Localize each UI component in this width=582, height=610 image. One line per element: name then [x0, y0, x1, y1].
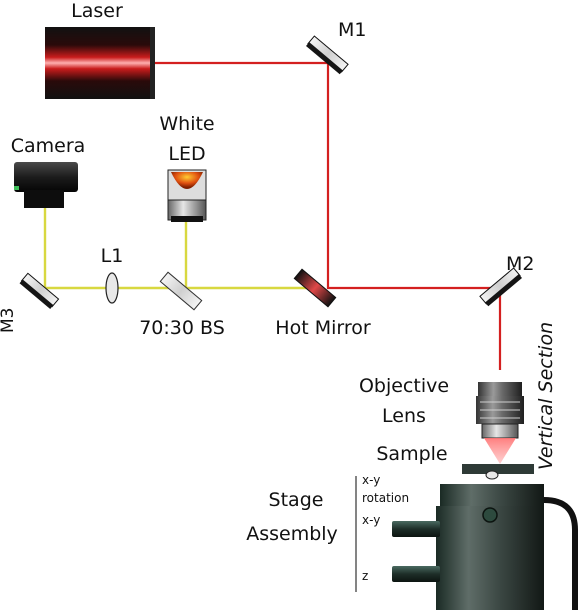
axis-xy-label: x-y: [362, 513, 380, 527]
stage-assembly: [392, 464, 578, 610]
camera: [14, 162, 78, 208]
bs-label: 70:30 BS: [139, 317, 225, 339]
objective-label-line2: Lens: [382, 405, 426, 427]
white-led-label-line2: LED: [168, 143, 205, 165]
lens-l1: [105, 272, 119, 304]
white-led-label-line1: White: [159, 113, 214, 135]
m3-label: M3: [0, 308, 18, 333]
laser-focus-cone: [484, 438, 516, 464]
sample-label: Sample: [376, 443, 447, 465]
laser-beam-path: [150, 61, 502, 370]
mirror-m1: [306, 35, 349, 75]
l1-label: L1: [101, 245, 124, 267]
objective-lens: [476, 382, 524, 439]
stage-label-line1: Stage: [269, 489, 324, 511]
hot-mirror-label: Hot Mirror: [275, 317, 371, 339]
objective-label-line1: Objective: [359, 375, 449, 397]
axis-z-label: z: [362, 569, 368, 583]
beam-splitter: [159, 271, 203, 311]
vertical-section-label: Vertical Section: [535, 322, 557, 470]
axis-rotation-label: rotation: [362, 491, 409, 505]
stage-label-line2: Assembly: [246, 523, 338, 545]
mirror-m2: [479, 267, 522, 307]
laser-source: [45, 27, 155, 99]
laser-label: Laser: [71, 0, 123, 22]
mirror-m3: [19, 272, 60, 309]
m2-label: M2: [506, 253, 534, 275]
axis-xy-top-label: x-y: [362, 473, 380, 487]
hot-mirror: [293, 268, 337, 308]
m1-label: M1: [338, 19, 366, 41]
white-led: [167, 169, 207, 222]
camera-label: Camera: [11, 135, 86, 157]
